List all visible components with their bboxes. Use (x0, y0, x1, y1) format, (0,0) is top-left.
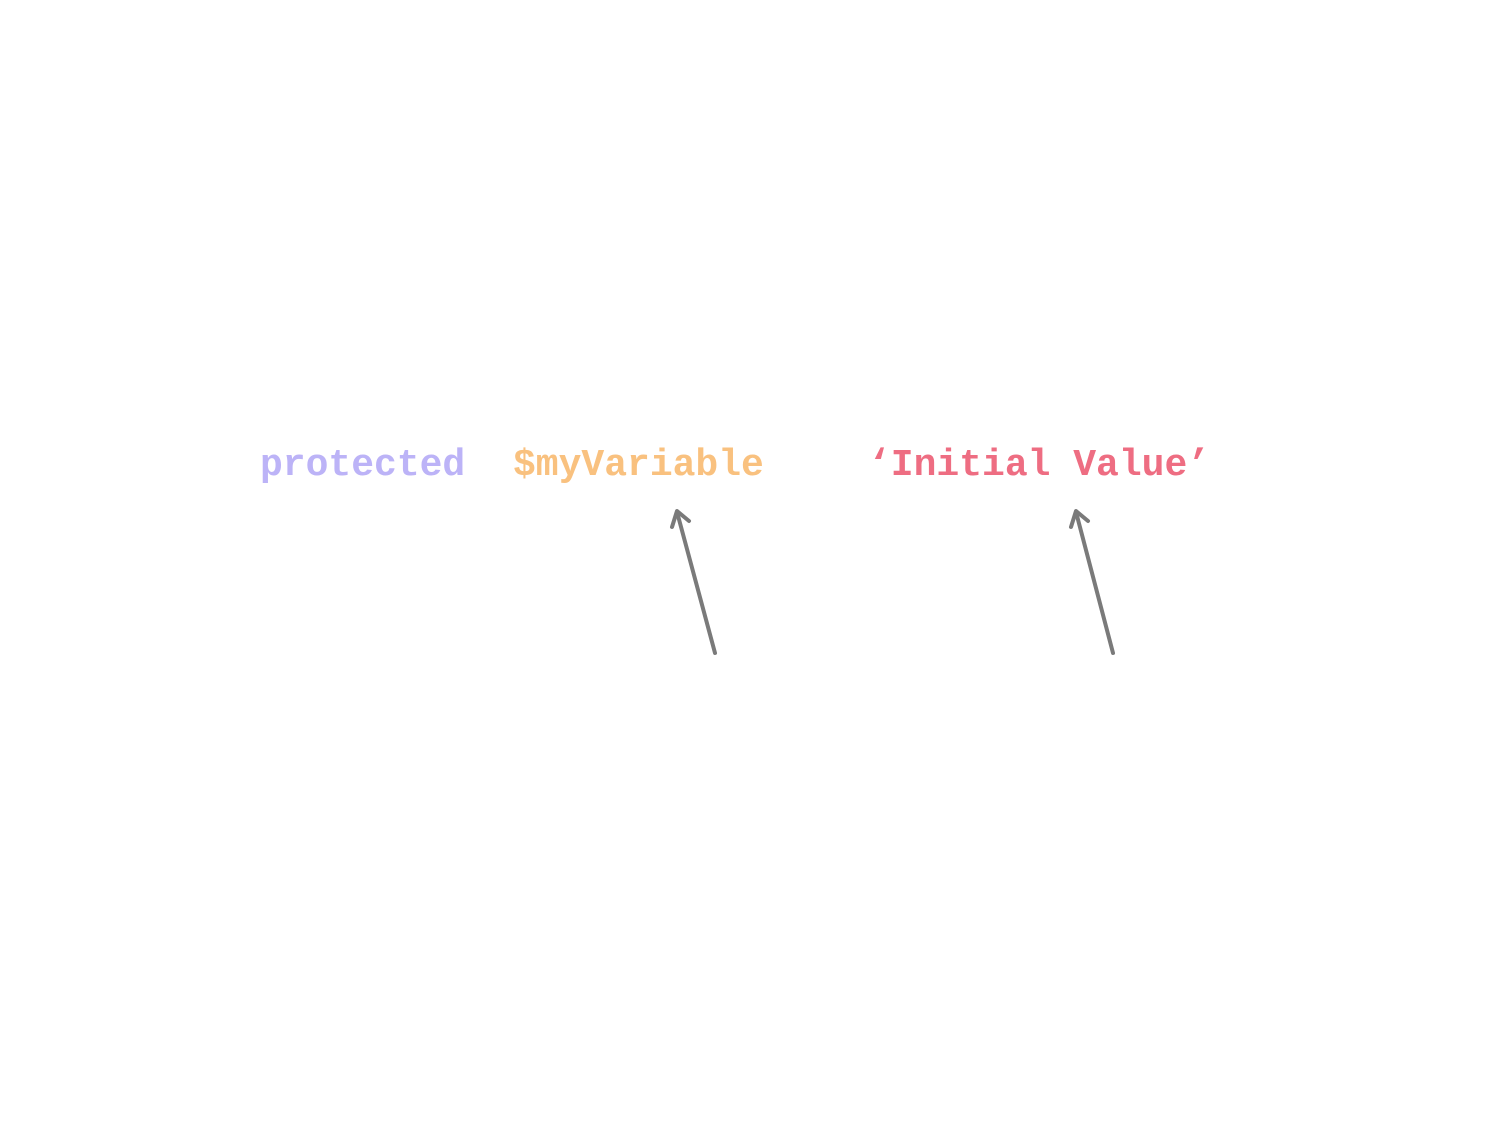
arrow-up-icon (670, 509, 717, 655)
code-keyword: protected (260, 444, 466, 487)
code-variable: $myVariable (513, 444, 764, 487)
code-value: ‘Initial Value’ (868, 444, 1211, 487)
arrow-up-icon (1069, 509, 1115, 655)
